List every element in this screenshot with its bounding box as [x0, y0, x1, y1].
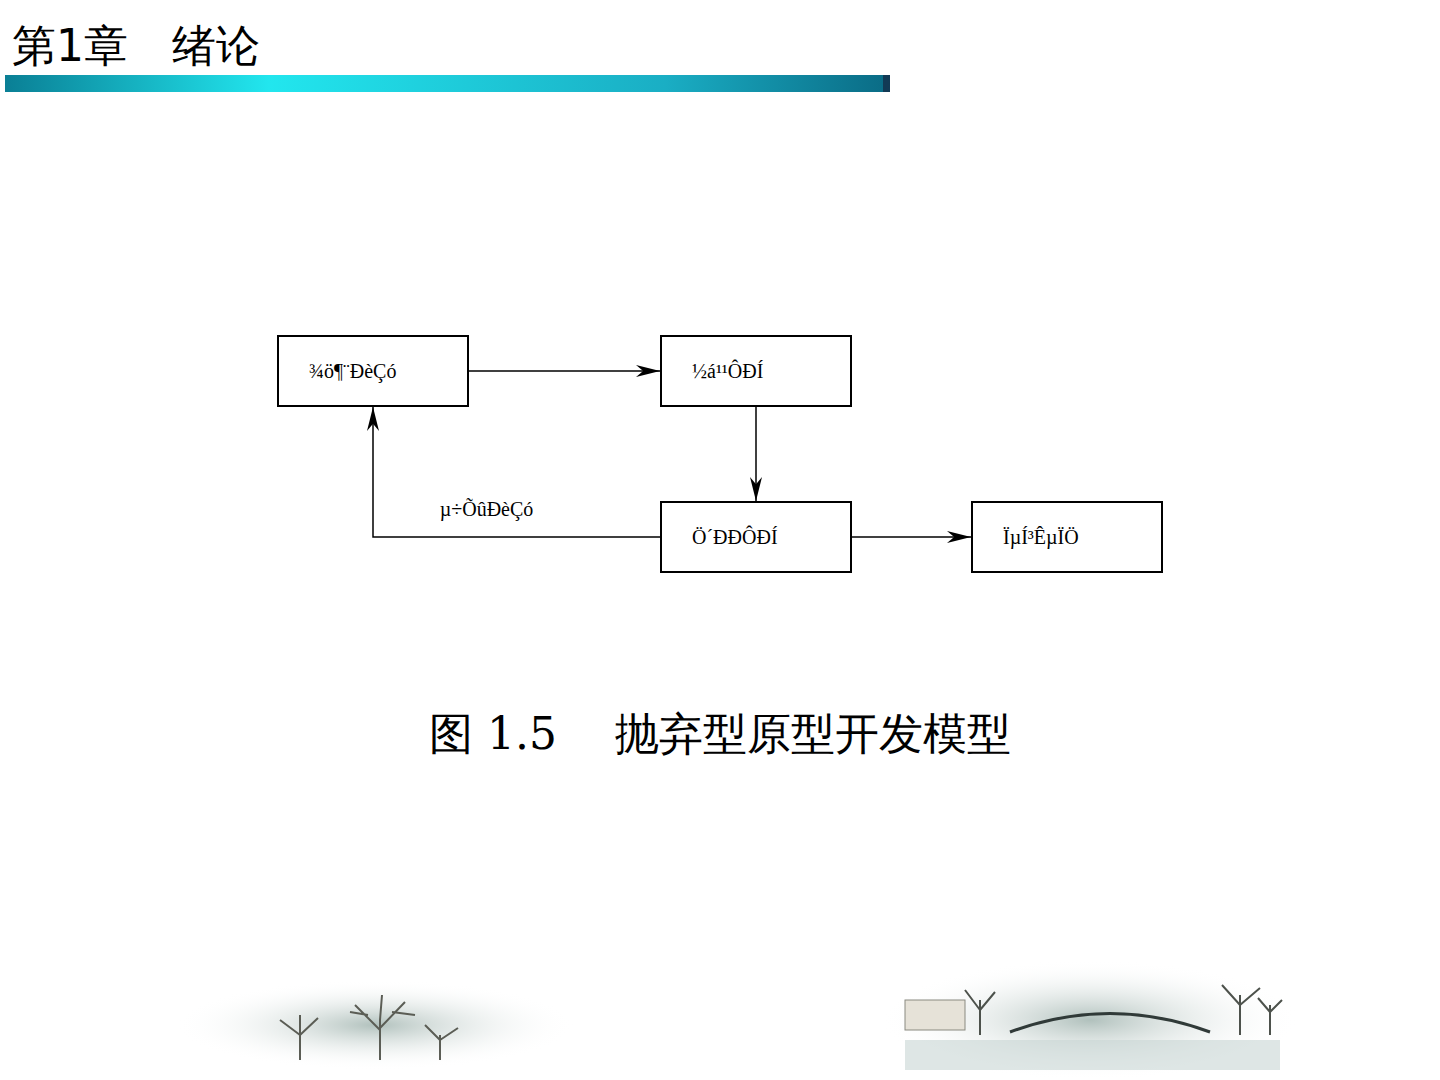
- process-box: Ö´ÐÐÔÐÍ: [660, 501, 852, 573]
- box-label: ½á¹¹ÔÐÍ: [692, 359, 763, 383]
- box-label: ÏµÍ³ÊµÏÖ: [1003, 525, 1079, 549]
- slide-title: 第1章 绪论: [12, 18, 260, 74]
- flow-arrow: [367, 407, 660, 537]
- box-label: Ö´ÐÐÔÐÍ: [692, 525, 778, 549]
- box-label: ¾ö¶¨ÐèÇó: [309, 359, 396, 383]
- process-box: ½á¹¹ÔÐÍ: [660, 335, 852, 407]
- title-bar-end: [883, 75, 890, 92]
- edge-label: µ÷ÕûÐèÇó: [437, 497, 537, 521]
- process-box: ¾ö¶¨ÐèÇó: [277, 335, 469, 407]
- flow-arrow: [852, 531, 971, 543]
- flow-arrow: [469, 365, 660, 377]
- tree-picture: [175, 980, 575, 1070]
- figure-caption: 图 1.5 抛弃型原型开发模型: [0, 706, 1440, 762]
- title-bar: [5, 75, 885, 92]
- bridge-picture: [880, 960, 1300, 1080]
- process-box: ÏµÍ³ÊµÏÖ: [971, 501, 1163, 573]
- flow-arrow: [750, 407, 762, 501]
